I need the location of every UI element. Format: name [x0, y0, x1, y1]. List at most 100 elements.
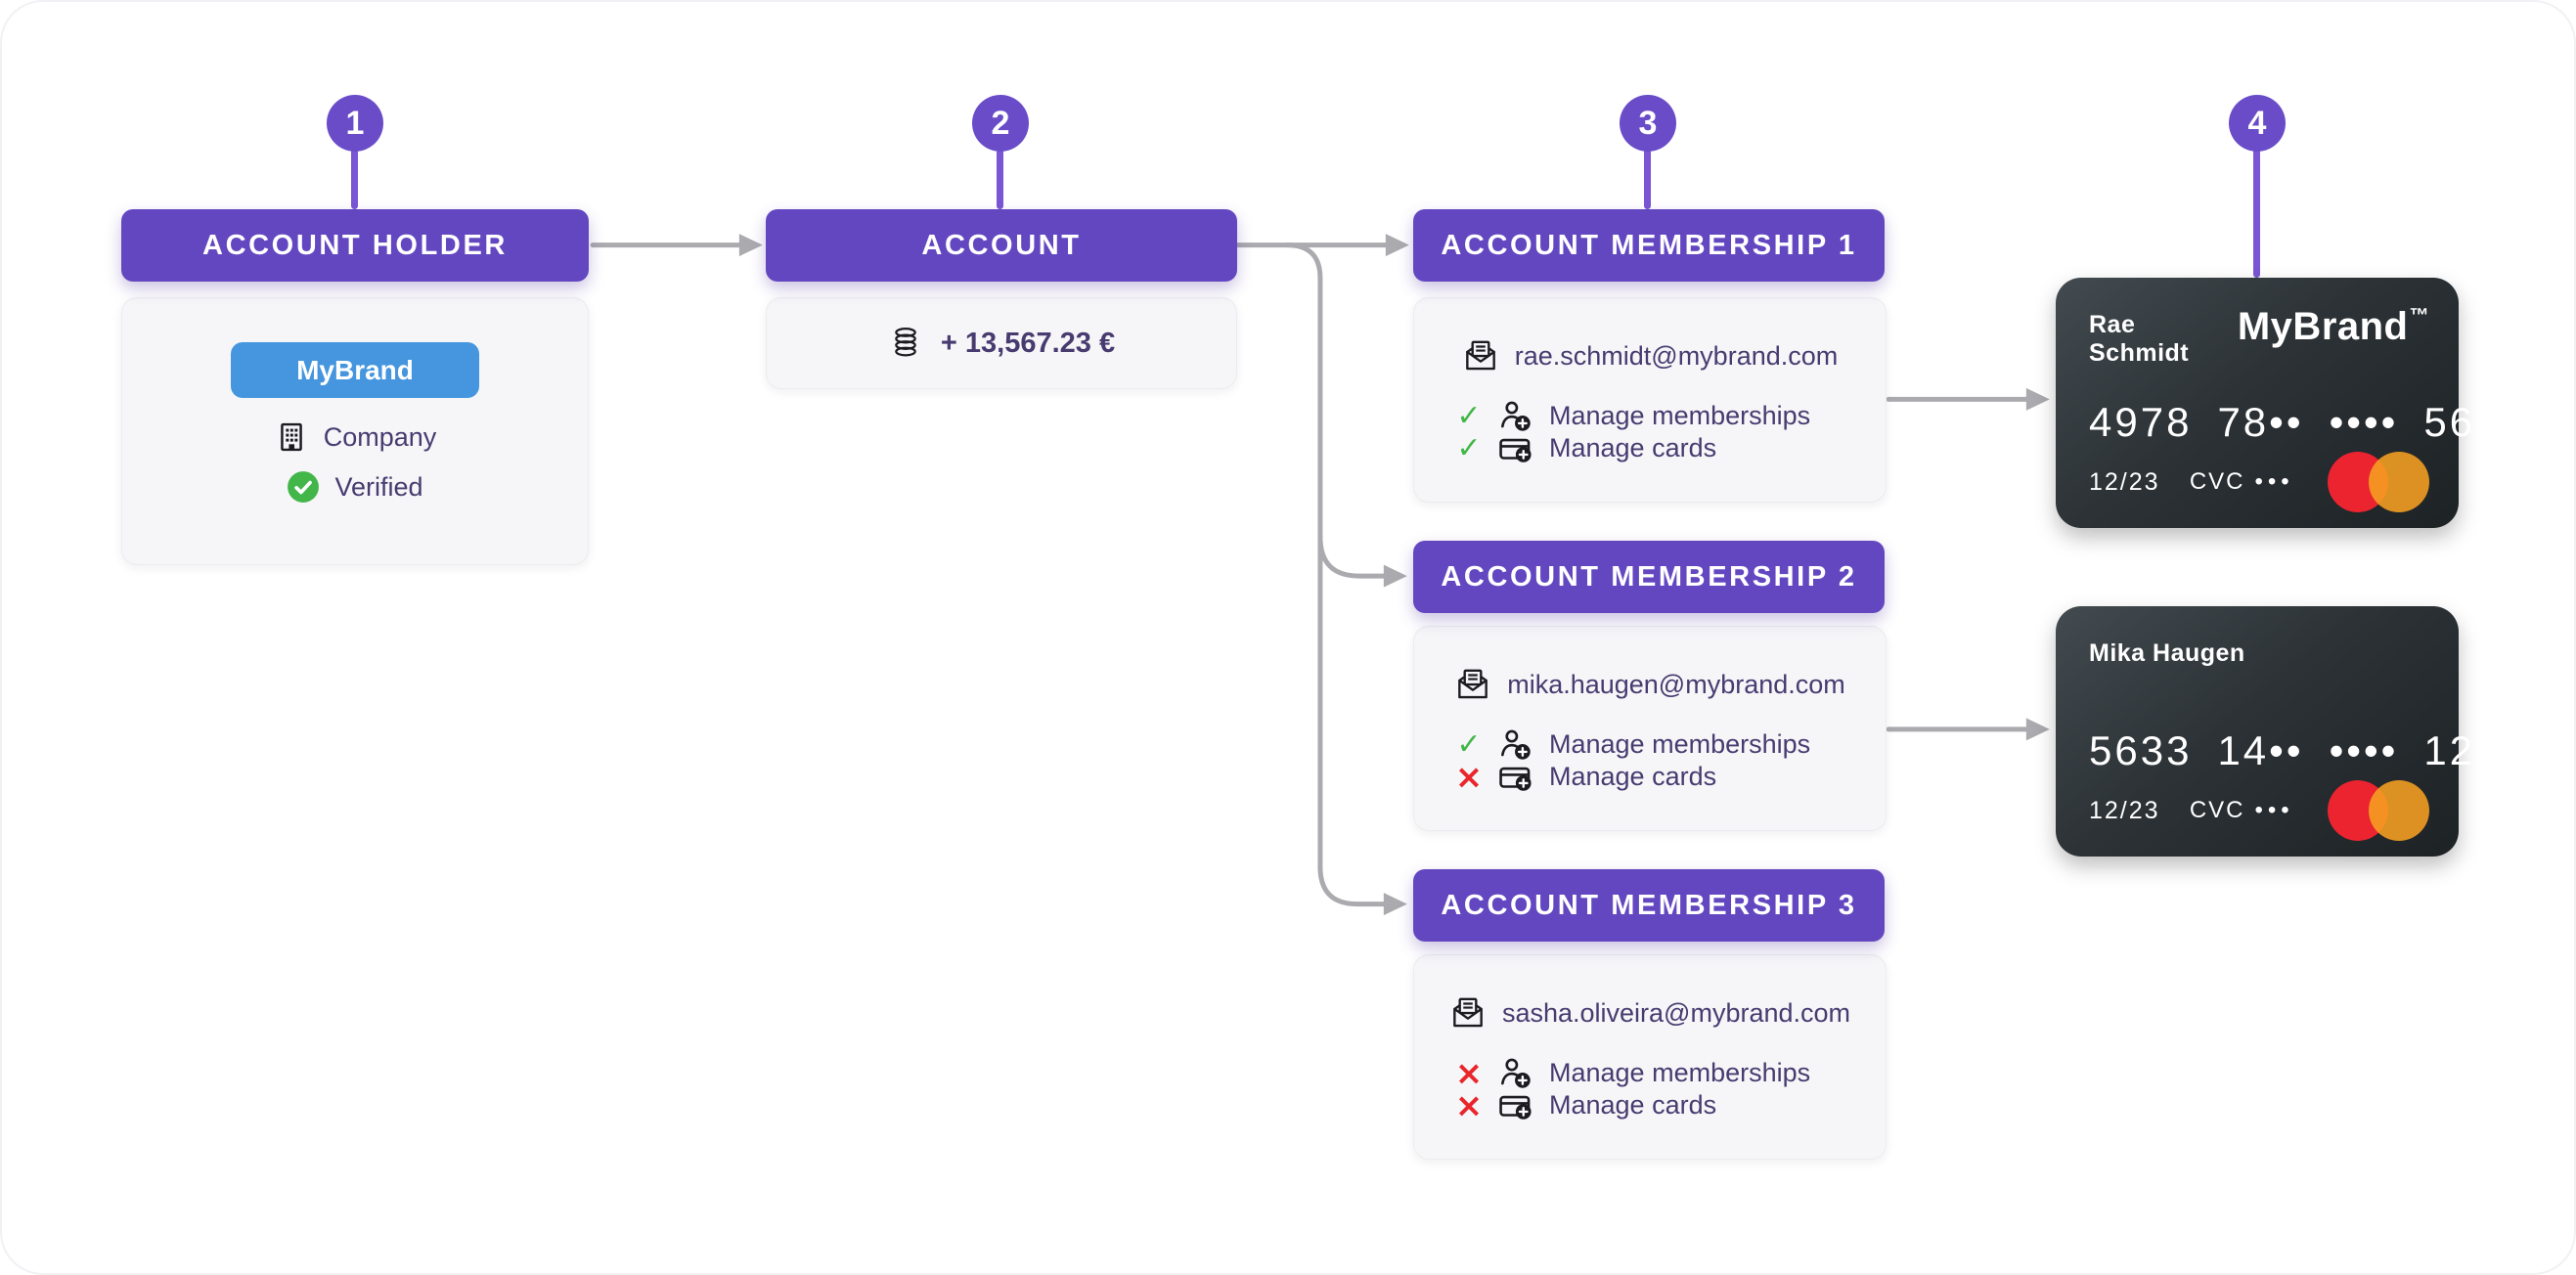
permission-row: ✓ Manage memberships: [1451, 400, 1886, 432]
card-add-icon: [1499, 767, 1532, 791]
membership-2-permissions: ✓ Manage memberships ×: [1414, 728, 1886, 797]
membership-3-panel: sasha.oliveira@mybrand.com × Manage memb…: [1413, 954, 1887, 1160]
card-number-group: ••••: [2329, 727, 2399, 773]
person-add-icon-wrap: [1496, 1055, 1535, 1092]
coins-stack-icon: [895, 328, 916, 357]
membership-2-email: mika.haugen@mybrand.com: [1507, 669, 1845, 699]
step-1-stem: [351, 149, 358, 209]
membership-3-header: ACCOUNT MEMBERSHIP 3: [1413, 869, 1885, 942]
membership-3-email-row: sasha.oliveira@mybrand.com: [1414, 994, 1886, 1032]
step-4-circle: 4: [2229, 95, 2286, 152]
card-2-number: 5633 14•• •••• 1276: [2089, 727, 2524, 774]
connector-account-to-membership-2: [1317, 534, 1388, 579]
membership-1-email-row: rae.schmidt@mybrand.com: [1414, 337, 1886, 374]
cvc-label: CVC: [2189, 468, 2245, 495]
card-2-top-row: Mika Haugen: [2089, 634, 2429, 678]
card-number-group: 78••: [2217, 399, 2304, 445]
step-1-circle: 1: [327, 95, 383, 152]
card-1-cvc: CVC •••: [2190, 468, 2294, 496]
card-number-group: 1276: [2423, 727, 2527, 773]
card-1-expiry: 12/23: [2089, 467, 2160, 496]
permission-status-icon: ×: [1454, 757, 1484, 797]
permission-label: Manage memberships: [1549, 401, 1811, 430]
card-2-cvc: CVC •••: [2190, 797, 2294, 824]
permission-status-icon: ×: [1454, 1053, 1484, 1093]
envelope-icon: [1453, 997, 1483, 1028]
card-number-group: 5674: [2423, 399, 2527, 445]
step-3-circle: 3: [1620, 95, 1676, 152]
person-add-icon: [1501, 401, 1531, 431]
card-number-group: 4978: [2089, 399, 2193, 445]
cvc-mask: •••: [2254, 797, 2294, 823]
person-add-icon-wrap: [1496, 726, 1535, 764]
step-4-stem: [2253, 149, 2260, 278]
permission-row: × Manage cards: [1451, 757, 1886, 797]
membership-2-header: ACCOUNT MEMBERSHIP 2: [1413, 541, 1885, 613]
account-holder-panel: MyBrand Company Verified: [121, 297, 589, 565]
permission-status-icon: ✓: [1456, 430, 1482, 465]
membership-3-email: sasha.oliveira@mybrand.com: [1501, 997, 1851, 1028]
membership-1-panel: rae.schmidt@mybrand.com ✓ Manage members…: [1413, 297, 1887, 503]
card-2-bottom-row: 12/23 CVC •••: [2089, 778, 2433, 843]
membership-2-panel: mika.haugen@mybrand.com ✓ Manage members…: [1413, 626, 1887, 831]
person-add-icon-wrap: [1496, 398, 1535, 435]
arrowhead-membership-3: [1383, 893, 1407, 916]
building-icon: [280, 422, 302, 452]
permission-row: ✓ Manage cards: [1451, 432, 1886, 464]
cvc-mask: •••: [2254, 468, 2294, 495]
account-balance-panel: + 13,567.23 €: [766, 297, 1237, 389]
permission-label: Manage cards: [1549, 433, 1717, 462]
permission-label: Manage cards: [1549, 1090, 1717, 1120]
person-add-icon: [1501, 1058, 1531, 1088]
step-1-number: 1: [345, 104, 365, 142]
card-2-holder-name: Mika Haugen: [2089, 639, 2245, 667]
mastercard-icon: [2324, 778, 2433, 843]
card-add-icon-wrap: [1496, 1087, 1535, 1124]
holder-verified-row: Verified: [287, 470, 423, 504]
arrowhead-account: [738, 234, 763, 257]
permission-label: Manage memberships: [1549, 1058, 1811, 1087]
envelope-icon: [1458, 669, 1488, 699]
membership-1-email: rae.schmidt@mybrand.com: [1514, 340, 1839, 371]
card-add-icon-wrap: [1496, 759, 1535, 796]
card-1-bottom-row: 12/23 CVC •••: [2089, 450, 2433, 514]
arrowhead-card-1: [2025, 387, 2050, 411]
account-holder-header: ACCOUNT HOLDER: [121, 209, 589, 282]
step-2-stem: [997, 149, 1003, 209]
step-4-number: 4: [2247, 104, 2267, 142]
credit-card-1: Rae Schmidt MyBrand™ 4978 78•• •••• 5674…: [2056, 278, 2524, 528]
holder-type-row: Company: [274, 419, 437, 455]
envelope-icon: [1465, 340, 1495, 371]
card-brand-tm: ™: [2409, 305, 2429, 327]
card-number-group: 14••: [2217, 727, 2304, 773]
card-add-icon: [1499, 1095, 1532, 1120]
card-add-icon-wrap: [1496, 430, 1535, 467]
permission-status-icon: ✓: [1456, 726, 1482, 762]
permission-label: Manage memberships: [1549, 729, 1811, 759]
step-3-stem: [1644, 149, 1651, 209]
holder-type-label: Company: [323, 421, 437, 452]
connector-account-to-membership-3: [1284, 242, 1388, 907]
arrowhead-membership-2: [1383, 564, 1407, 588]
account-header: ACCOUNT: [766, 209, 1237, 282]
account-balance: + 13,567.23 €: [940, 327, 1116, 359]
credit-card-2: Mika Haugen 5633 14•• •••• 1276 12/23 CV…: [2056, 606, 2524, 857]
permission-status-icon: ×: [1454, 1085, 1484, 1125]
membership-2-email-row: mika.haugen@mybrand.com: [1414, 666, 1886, 703]
check-circle-icon: [288, 471, 320, 503]
permission-label: Manage cards: [1549, 762, 1717, 791]
card-1-number: 4978 78•• •••• 5674: [2089, 399, 2524, 446]
card-number-group: ••••: [2329, 399, 2399, 445]
holder-verified-label: Verified: [334, 471, 423, 502]
permission-row: ✓ Manage memberships: [1451, 728, 1886, 761]
membership-3-permissions: × Manage memberships ×: [1414, 1053, 1886, 1125]
person-add-icon: [1501, 729, 1531, 760]
card-1-top-row: Rae Schmidt MyBrand™: [2089, 305, 2429, 368]
card-2-brand: [2428, 634, 2429, 678]
permission-row: × Manage memberships: [1451, 1053, 1886, 1093]
card-add-icon: [1499, 438, 1532, 462]
card-1-brand: MyBrand™: [2238, 305, 2429, 349]
membership-1-permissions: ✓ Manage memberships ✓: [1414, 400, 1886, 464]
permission-status-icon: ✓: [1456, 398, 1482, 433]
